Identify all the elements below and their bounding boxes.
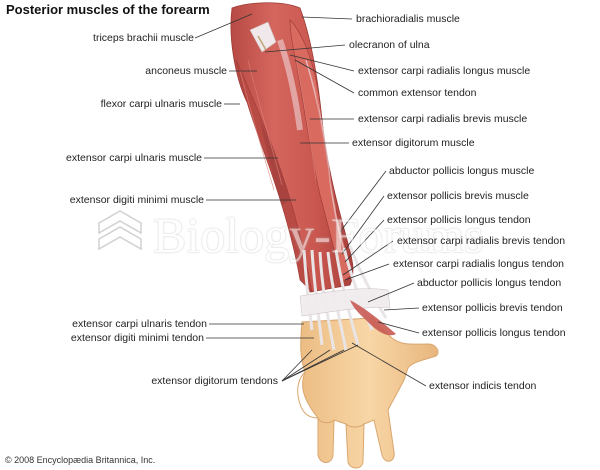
label-olecranon-of-ulna: olecranon of ulna (349, 39, 430, 51)
label-anconeus-muscle: anconeus muscle (145, 65, 227, 77)
copyright-notice: © 2008 Encyclopædia Britannica, Inc. (5, 455, 156, 465)
label-common-extensor-tendon: common extensor tendon (358, 87, 477, 99)
label-extensor-digitorum-muscle: extensor digitorum muscle (352, 137, 475, 149)
label-extensor-digitorum-tendons: extensor digitorum tendons (151, 375, 278, 387)
diagram-title: Posterior muscles of the forearm (6, 2, 210, 17)
label-abductor-pollicis-longus-tendon: abductor pollicis longus tendon (417, 277, 562, 289)
label-extensor-carpi-radialis-brevis-muscle: extensor carpi radialis brevis muscle (358, 113, 528, 125)
hand (297, 317, 439, 469)
label-extensor-pollicis-brevis-muscle: extensor pollicis brevis muscle (387, 190, 529, 202)
label-extensor-pollicis-brevis-tendon: extensor pollicis brevis tendon (422, 302, 563, 314)
label-brachioradialis-muscle: brachioradialis muscle (356, 13, 460, 25)
label-triceps-brachii-muscle: triceps brachii muscle (93, 32, 194, 44)
label-abductor-pollicis-longus-muscle: abductor pollicis longus muscle (389, 165, 535, 177)
extensor-retinaculum (299, 288, 391, 317)
label-flexor-carpi-ulnaris-muscle: flexor carpi ulnaris muscle (100, 98, 222, 110)
label-extensor-carpi-radialis-longus-tendon: extensor carpi radialis longus tendon (393, 258, 565, 270)
leader-lines (194, 13, 427, 387)
label-extensor-carpi-radialis-longus-muscle: extensor carpi radialis longus muscle (358, 65, 531, 77)
label-extensor-carpi-ulnaris-muscle: extensor carpi ulnaris muscle (66, 152, 202, 164)
label-extensor-digiti-minimi-tendon: extensor digiti minimi tendon (70, 332, 204, 344)
forearm-muscles (230, 2, 354, 293)
label-extensor-pollicis-longus-tendon-upper: extensor pollicis longus tendon (387, 214, 531, 226)
label-extensor-digiti-minimi-muscle: extensor digiti minimi muscle (69, 194, 204, 206)
label-extensor-carpi-radialis-brevis-tendon: extensor carpi radialis brevis tendon (397, 235, 566, 247)
label-extensor-indicis-tendon: extensor indicis tendon (429, 380, 537, 392)
label-extensor-carpi-ulnaris-tendon: extensor carpi ulnaris tendon (72, 318, 207, 330)
label-extensor-pollicis-longus-tendon-lower: extensor pollicis longus tendon (422, 327, 566, 339)
